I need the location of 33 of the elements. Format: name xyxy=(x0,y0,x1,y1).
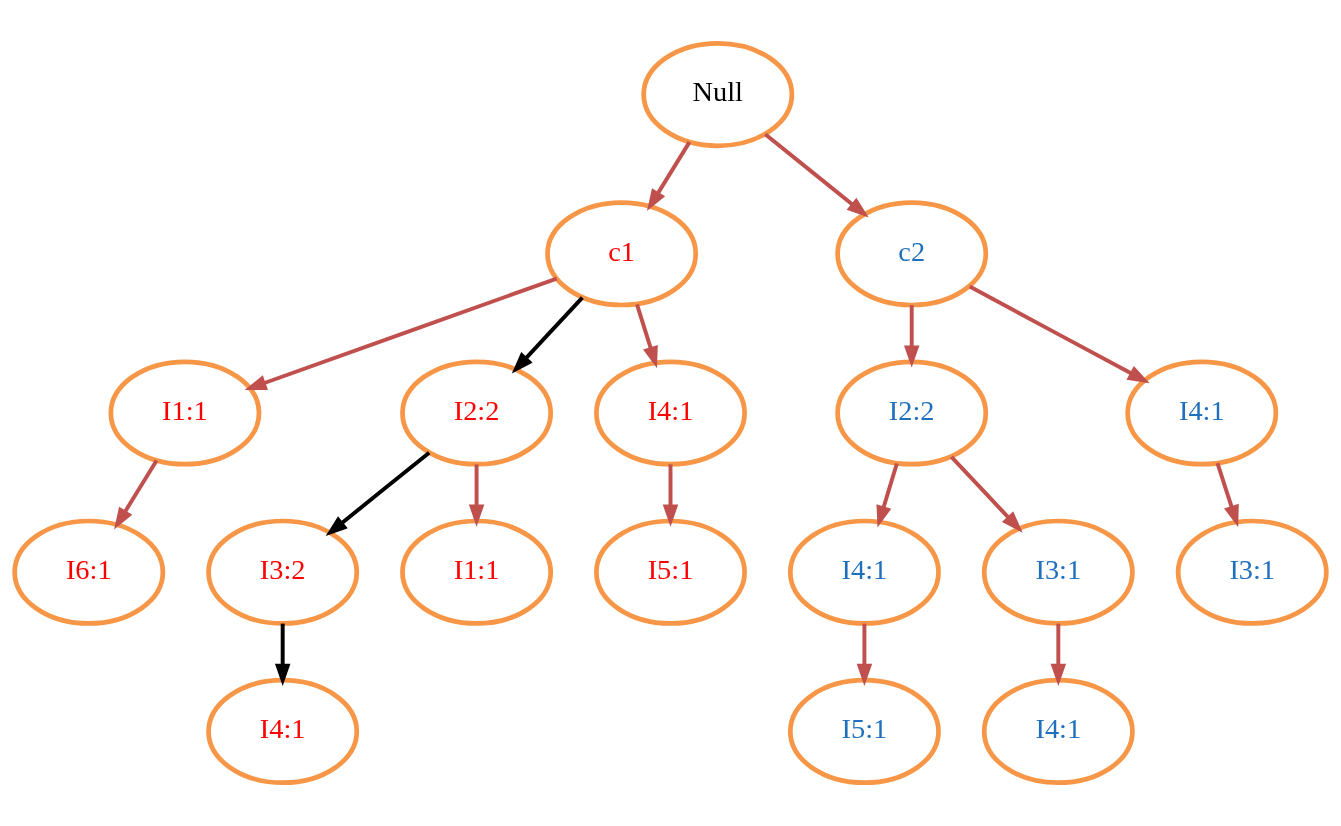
arrow xyxy=(325,451,431,537)
node-ellipse: I5:1 xyxy=(594,518,747,626)
node-ellipse: I2:2 xyxy=(400,359,554,467)
node-ellipse: I4:1 xyxy=(981,677,1135,786)
arrow xyxy=(635,303,658,369)
node-ellipse: c2 xyxy=(835,200,989,308)
arrow xyxy=(764,132,869,218)
arrow xyxy=(274,623,291,686)
node-ellipse: I2:2 xyxy=(835,359,989,467)
node-ellipse: I4:1 xyxy=(206,677,360,786)
node-ellipse: I6:1 xyxy=(12,518,166,626)
node-ellipse: I1:1 xyxy=(400,518,554,626)
node-ellipse: I5:1 xyxy=(787,677,941,786)
arrow xyxy=(511,296,584,374)
node-ellipse: Null xyxy=(641,40,795,149)
arrow xyxy=(114,459,159,530)
node-ellipse: I4:1 xyxy=(787,518,941,626)
arrow xyxy=(968,284,1150,384)
arrow xyxy=(468,464,485,527)
arrow xyxy=(903,305,920,368)
node-ellipse: I3:1 xyxy=(981,518,1135,626)
arrow xyxy=(1050,623,1067,686)
node-ellipse: I3:1 xyxy=(1175,518,1329,626)
arrow xyxy=(949,455,1023,533)
node-ellipse: I4:1 xyxy=(594,359,747,467)
node-ellipse: c1 xyxy=(545,200,699,308)
arrow xyxy=(1215,462,1239,528)
arrow xyxy=(856,623,873,686)
arrow xyxy=(876,462,899,528)
arrow xyxy=(662,464,679,527)
node-ellipse: I1:1 xyxy=(108,359,262,467)
arrow xyxy=(244,276,558,391)
arrow xyxy=(646,141,692,212)
